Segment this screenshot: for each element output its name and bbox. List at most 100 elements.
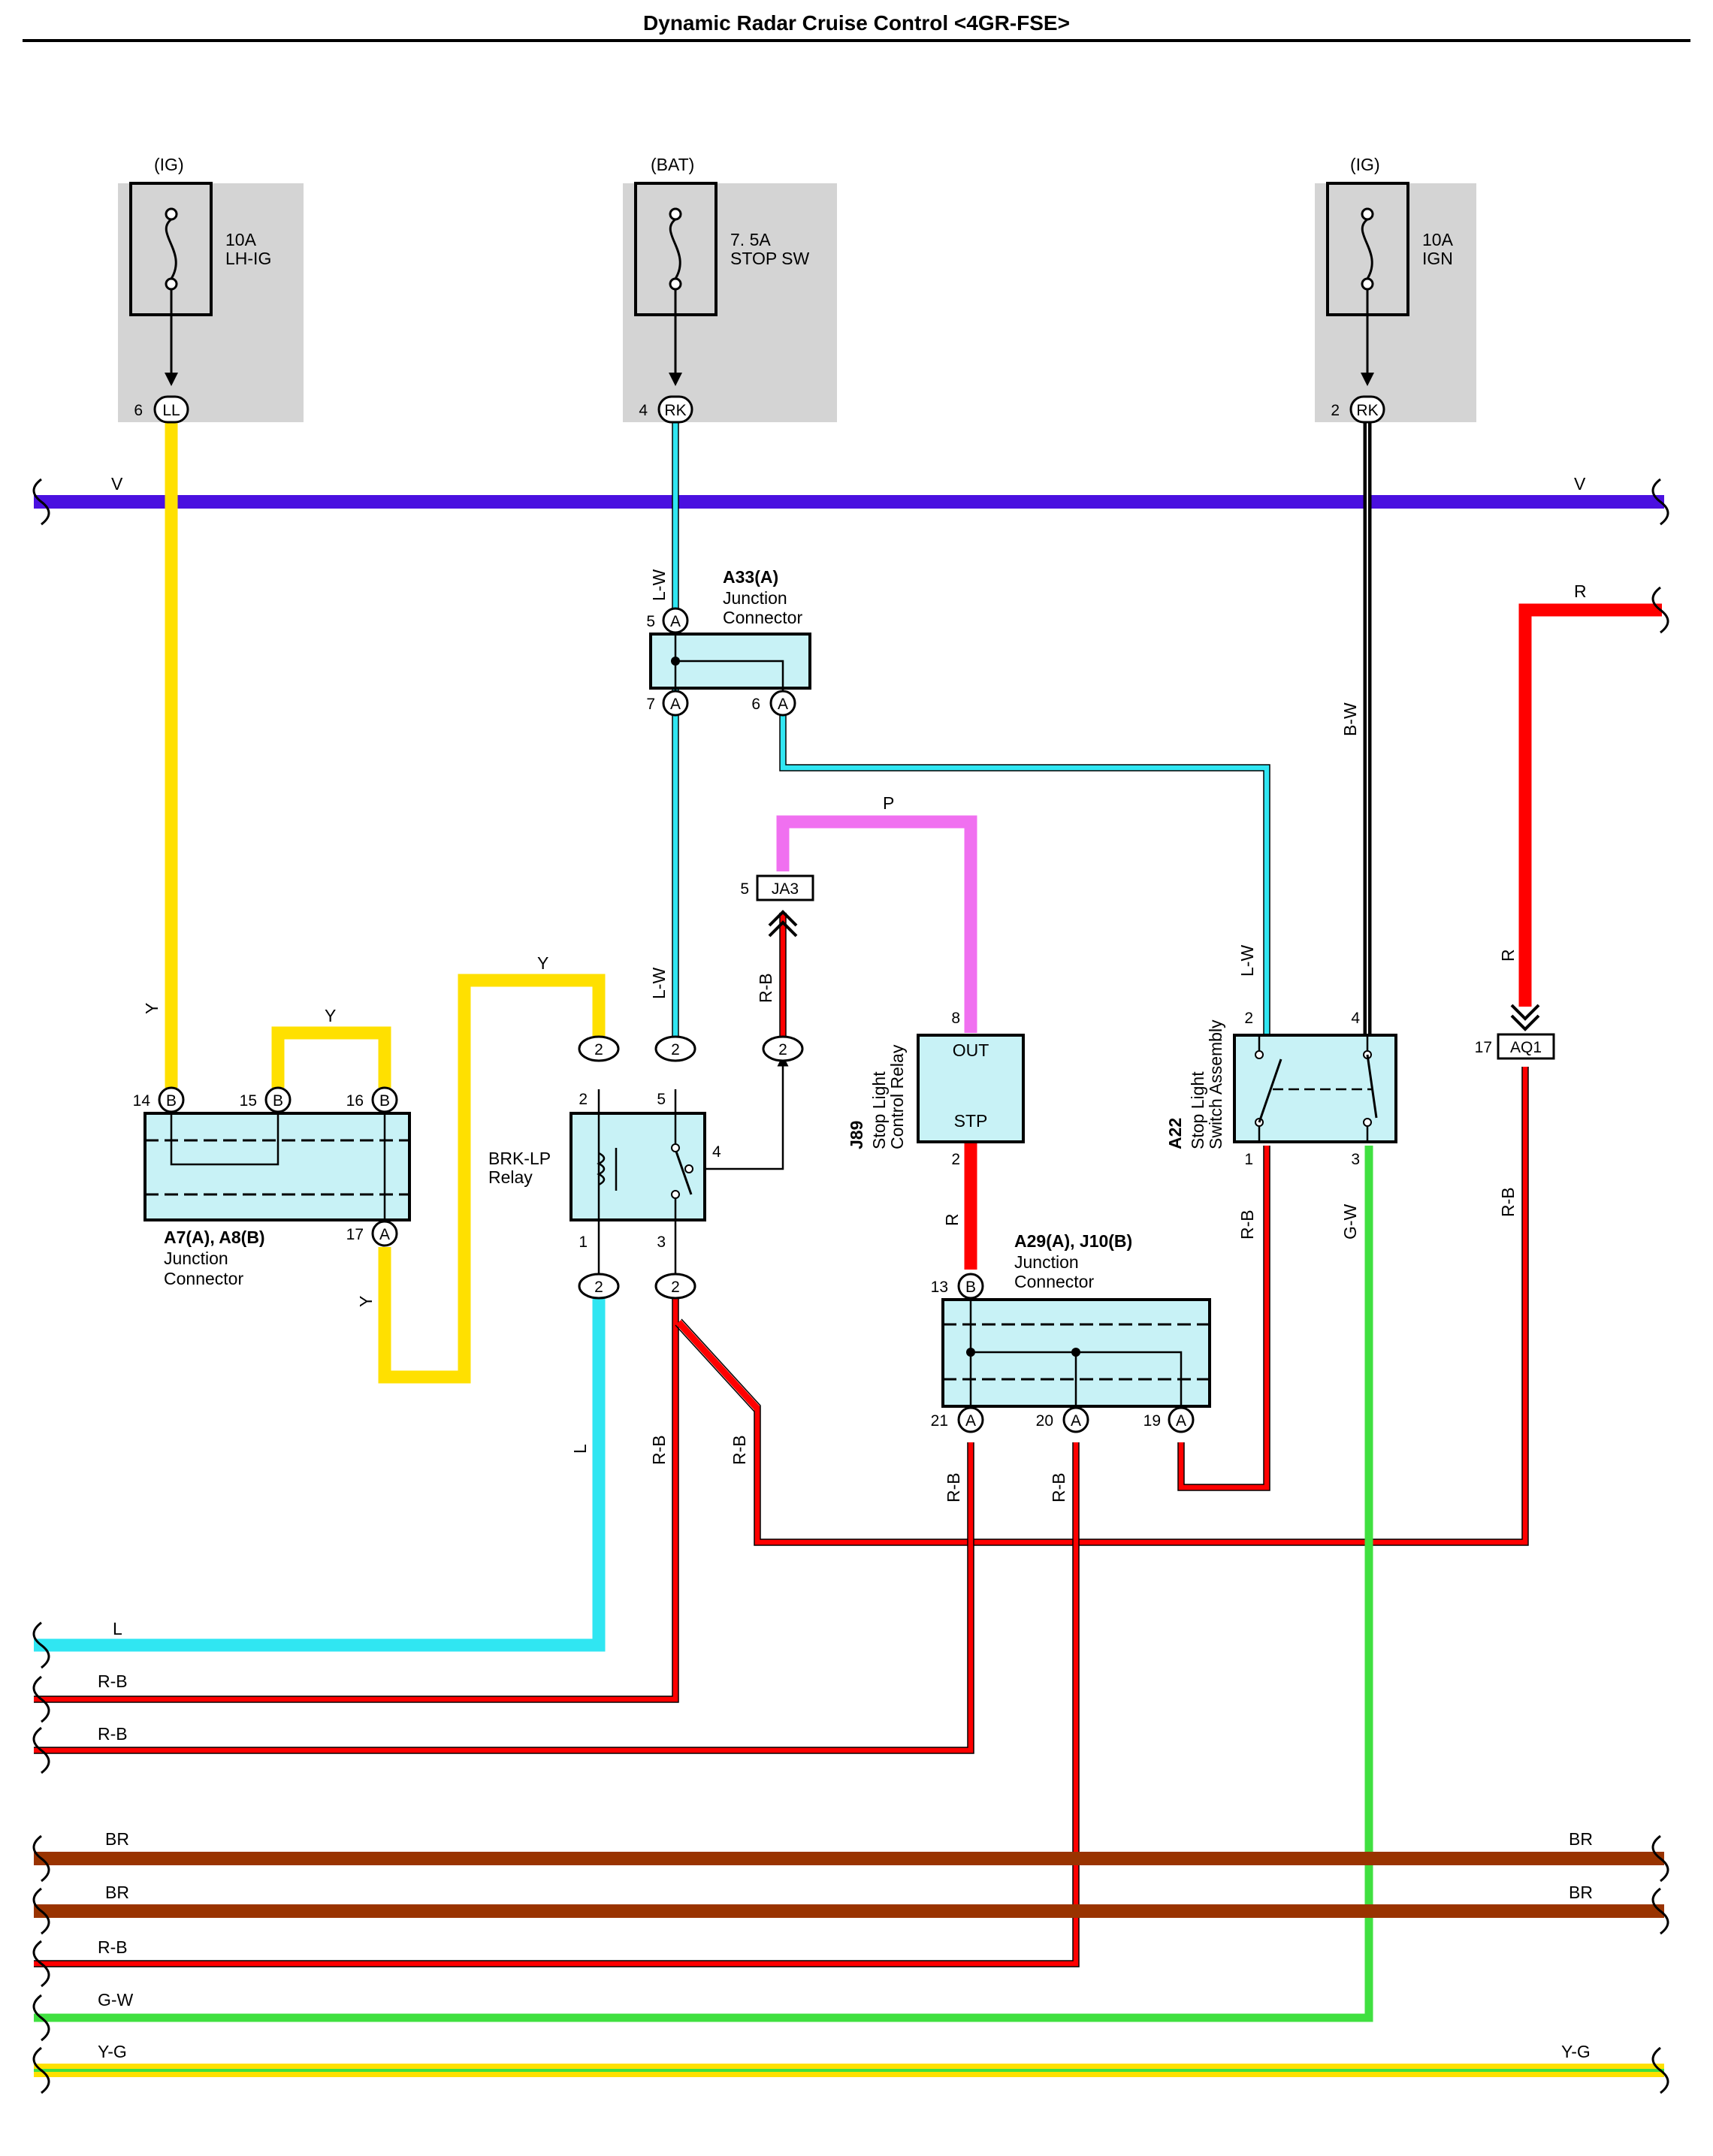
svg-text:Junction: Junction bbox=[164, 1249, 228, 1268]
svg-text:14: 14 bbox=[133, 1092, 151, 1110]
fuse-rating: 7. 5A bbox=[730, 230, 771, 249]
svg-text:5: 5 bbox=[657, 1091, 666, 1108]
svg-text:2: 2 bbox=[579, 1091, 588, 1108]
diagram-title: Dynamic Radar Cruise Control <4GR-FSE> bbox=[643, 11, 1070, 35]
wire-rb-a29-20 bbox=[34, 1442, 1080, 1967]
stop-light-switch-a22: 2 4 1 3 A22 Stop Light Switch Assembly bbox=[1165, 1010, 1397, 1168]
wire-label-rb: R-B bbox=[1237, 1209, 1257, 1240]
svg-text:Connector: Connector bbox=[723, 608, 802, 627]
svg-text:LL: LL bbox=[162, 402, 180, 419]
fuse-source-label: (BAT) bbox=[651, 155, 694, 174]
connector-aq1: AQ1 17 bbox=[1475, 1004, 1555, 1060]
svg-text:Stop Light: Stop Light bbox=[1188, 1071, 1207, 1149]
fuse-element-icon bbox=[669, 207, 682, 386]
svg-text:Junction: Junction bbox=[1014, 1252, 1079, 1272]
fuse-element-icon bbox=[165, 207, 178, 386]
wire-label-y: Y bbox=[142, 1003, 162, 1014]
fuse-element-icon bbox=[1361, 207, 1374, 386]
svg-text:Control Relay: Control Relay bbox=[887, 1044, 907, 1149]
wire-label-br: BR bbox=[1569, 1829, 1593, 1849]
svg-text:OUT: OUT bbox=[953, 1040, 989, 1060]
wire-label-lw: L-W bbox=[649, 569, 669, 601]
wire-label-br: BR bbox=[1569, 1883, 1593, 1902]
wire-rb-relay-aq1 bbox=[675, 1067, 1529, 1546]
fuse-ign: (IG) 10A IGN bbox=[1315, 155, 1476, 422]
wire-rb-a29-21 bbox=[34, 1442, 974, 1754]
wire-label-l: L bbox=[570, 1444, 590, 1454]
wire-p bbox=[776, 815, 977, 1033]
svg-text:B: B bbox=[965, 1279, 976, 1296]
junction-connector-a7-a8: B B B A 14 15 16 17 A7(A), A8(B) Junctio… bbox=[133, 1086, 411, 1288]
wire-label-y: Y bbox=[356, 1296, 376, 1307]
wire-l bbox=[34, 1292, 606, 1652]
wire-label-yg: Y-G bbox=[98, 2042, 127, 2061]
svg-text:2: 2 bbox=[1331, 402, 1340, 419]
wire-r-aq1 bbox=[1518, 603, 1662, 1007]
brk-lp-relay: BRK-LP Relay 2 5 4 1 3 bbox=[488, 1089, 721, 1277]
wire-break-marks bbox=[32, 478, 1669, 2094]
wire-label-rb: R-B bbox=[1498, 1187, 1518, 1217]
svg-text:A: A bbox=[1071, 1412, 1081, 1430]
fuse-name: LH-IG bbox=[225, 249, 271, 268]
wire-label-p: P bbox=[883, 793, 894, 813]
svg-text:Stop Light: Stop Light bbox=[869, 1071, 889, 1149]
wire-rb-switch bbox=[1177, 1146, 1270, 1491]
svg-text:3: 3 bbox=[657, 1234, 666, 1251]
wire-label-r: R bbox=[1498, 949, 1518, 962]
svg-text:AQ1: AQ1 bbox=[1510, 1039, 1542, 1056]
wire-label-br: BR bbox=[105, 1829, 129, 1849]
wire-label-lw: L-W bbox=[1237, 945, 1257, 977]
svg-text:Junction: Junction bbox=[723, 588, 787, 608]
wire-label-br: BR bbox=[105, 1883, 129, 1902]
svg-text:A7(A), A8(B): A7(A), A8(B) bbox=[164, 1227, 265, 1247]
wire-label-rb: R-B bbox=[1049, 1472, 1068, 1502]
relay-harness-connectors: 2 2 2 2 2 bbox=[578, 1035, 804, 1300]
svg-text:A33(A): A33(A) bbox=[723, 567, 778, 587]
svg-text:8: 8 bbox=[951, 1010, 960, 1027]
svg-text:A: A bbox=[670, 613, 681, 630]
svg-text:A: A bbox=[1176, 1412, 1186, 1430]
wire-label-rb: R-B bbox=[649, 1435, 669, 1465]
wire-label-bw: B-W bbox=[1340, 702, 1360, 736]
svg-text:JA3: JA3 bbox=[772, 880, 799, 898]
fuse-source-label: (IG) bbox=[1350, 155, 1380, 174]
svg-text:16: 16 bbox=[346, 1092, 364, 1110]
wire-lw-switch bbox=[779, 706, 1270, 1038]
stop-light-control-relay-j89: OUT STP 8 2 J89 Stop Light Control Relay bbox=[847, 1010, 1025, 1168]
svg-text:5: 5 bbox=[740, 880, 749, 898]
svg-text:A: A bbox=[965, 1412, 976, 1430]
svg-text:Switch Assembly: Switch Assembly bbox=[1206, 1019, 1225, 1149]
fuse-source-label: (IG) bbox=[154, 155, 184, 174]
wire-label-yg: Y-G bbox=[1561, 2042, 1591, 2061]
svg-text:A29(A), J10(B): A29(A), J10(B) bbox=[1014, 1231, 1132, 1251]
svg-text:1: 1 bbox=[579, 1234, 588, 1251]
svg-text:20: 20 bbox=[1036, 1412, 1053, 1430]
svg-text:Connector: Connector bbox=[164, 1269, 243, 1288]
wire-label-gw: G-W bbox=[1340, 1203, 1360, 1240]
wire-label-v: V bbox=[1574, 474, 1586, 494]
wire-rb-relay-left bbox=[34, 1294, 679, 1703]
wire-label-y: Y bbox=[325, 1006, 336, 1025]
fuse-name: STOP SW bbox=[730, 249, 810, 268]
svg-text:B: B bbox=[273, 1092, 283, 1110]
svg-text:2: 2 bbox=[594, 1279, 603, 1296]
svg-text:19: 19 bbox=[1144, 1412, 1161, 1430]
wire-rb-ja3 bbox=[779, 913, 787, 1039]
svg-text:A: A bbox=[379, 1226, 390, 1243]
fuse-connector-rk: RK 4 bbox=[639, 395, 693, 424]
svg-text:4: 4 bbox=[712, 1143, 721, 1161]
svg-text:A: A bbox=[778, 696, 788, 713]
wire-y-bridge bbox=[271, 1026, 391, 1088]
svg-text:13: 13 bbox=[931, 1279, 948, 1296]
svg-text:15: 15 bbox=[240, 1092, 257, 1110]
wire-label-rb: R-B bbox=[730, 1435, 749, 1465]
svg-text:B: B bbox=[379, 1092, 390, 1110]
svg-text:B: B bbox=[166, 1092, 177, 1110]
svg-text:Relay: Relay bbox=[488, 1167, 533, 1187]
fuse-name: IGN bbox=[1422, 249, 1453, 268]
svg-text:2: 2 bbox=[1244, 1010, 1253, 1027]
wire-label-l: L bbox=[113, 1619, 122, 1638]
svg-text:4: 4 bbox=[1351, 1010, 1360, 1027]
svg-text:1: 1 bbox=[1244, 1151, 1253, 1168]
